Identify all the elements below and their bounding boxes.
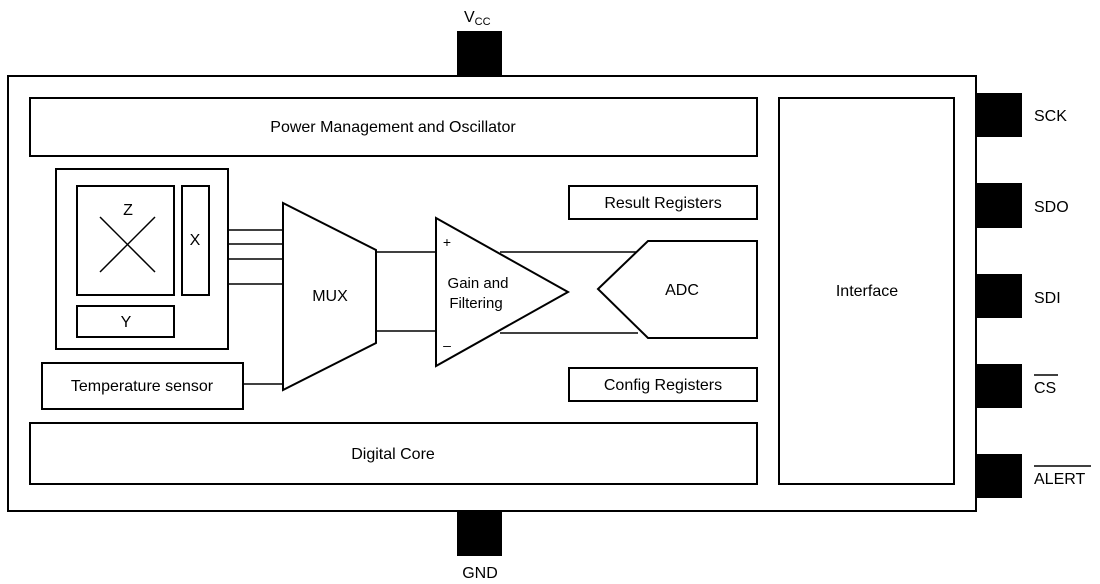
sck-label: SCK bbox=[1034, 108, 1067, 125]
cs-label: CS bbox=[1034, 380, 1056, 397]
sensor-cross-line-2 bbox=[99, 216, 156, 273]
sensor-x-box bbox=[181, 185, 210, 296]
sdi-label: SDI bbox=[1034, 290, 1061, 307]
gnd-label: GND bbox=[462, 565, 498, 582]
amp-label-line2: Filtering bbox=[449, 295, 502, 312]
sensor-z-box bbox=[76, 185, 175, 296]
alert-pin bbox=[976, 454, 1022, 498]
gnd-pin bbox=[457, 511, 502, 556]
digital-core-label: Digital Core bbox=[351, 446, 435, 463]
config-registers-label: Config Registers bbox=[604, 377, 722, 394]
sensor-block: Z X Y bbox=[55, 168, 229, 350]
adc-label: ADC bbox=[665, 282, 699, 299]
alert-label: ALERT bbox=[1034, 471, 1086, 488]
sdo-label: SDO bbox=[1034, 199, 1069, 216]
sensor-x-label: X bbox=[190, 232, 201, 249]
right-pins: SCK SDO SDI CS ALERT bbox=[976, 93, 1091, 498]
amp-plus-sign: + bbox=[443, 234, 451, 250]
sensor-y-label: Y bbox=[121, 314, 132, 331]
sdi-pin bbox=[976, 274, 1022, 318]
vcc-label: VCC bbox=[464, 9, 491, 28]
adc-block bbox=[596, 240, 758, 339]
vcc-pin bbox=[457, 31, 502, 76]
temperature-sensor-block bbox=[41, 362, 244, 410]
mux-label: MUX bbox=[312, 288, 348, 305]
config-registers-block bbox=[568, 367, 758, 402]
interface-block bbox=[778, 97, 955, 485]
amp-minus-sign: – bbox=[443, 337, 451, 353]
mux-block bbox=[282, 201, 377, 392]
result-registers-block bbox=[568, 185, 758, 220]
gain-filtering-amplifier bbox=[435, 216, 571, 368]
digital-core-block bbox=[29, 422, 758, 485]
temperature-sensor-label: Temperature sensor bbox=[71, 378, 214, 395]
power-management-block bbox=[29, 97, 758, 157]
amp-label-line1: Gain and bbox=[448, 275, 509, 292]
cs-pin bbox=[976, 364, 1022, 408]
power-management-label: Power Management and Oscillator bbox=[270, 119, 516, 136]
vcc-label-sub: CC bbox=[475, 16, 491, 28]
vcc-label-main: V bbox=[464, 9, 475, 26]
sensor-z-label: Z bbox=[123, 202, 133, 219]
result-registers-label: Result Registers bbox=[604, 195, 721, 212]
sensor-y-box bbox=[76, 305, 175, 338]
sdo-pin bbox=[976, 183, 1022, 228]
sck-pin bbox=[976, 93, 1022, 137]
interface-label: Interface bbox=[836, 283, 898, 300]
